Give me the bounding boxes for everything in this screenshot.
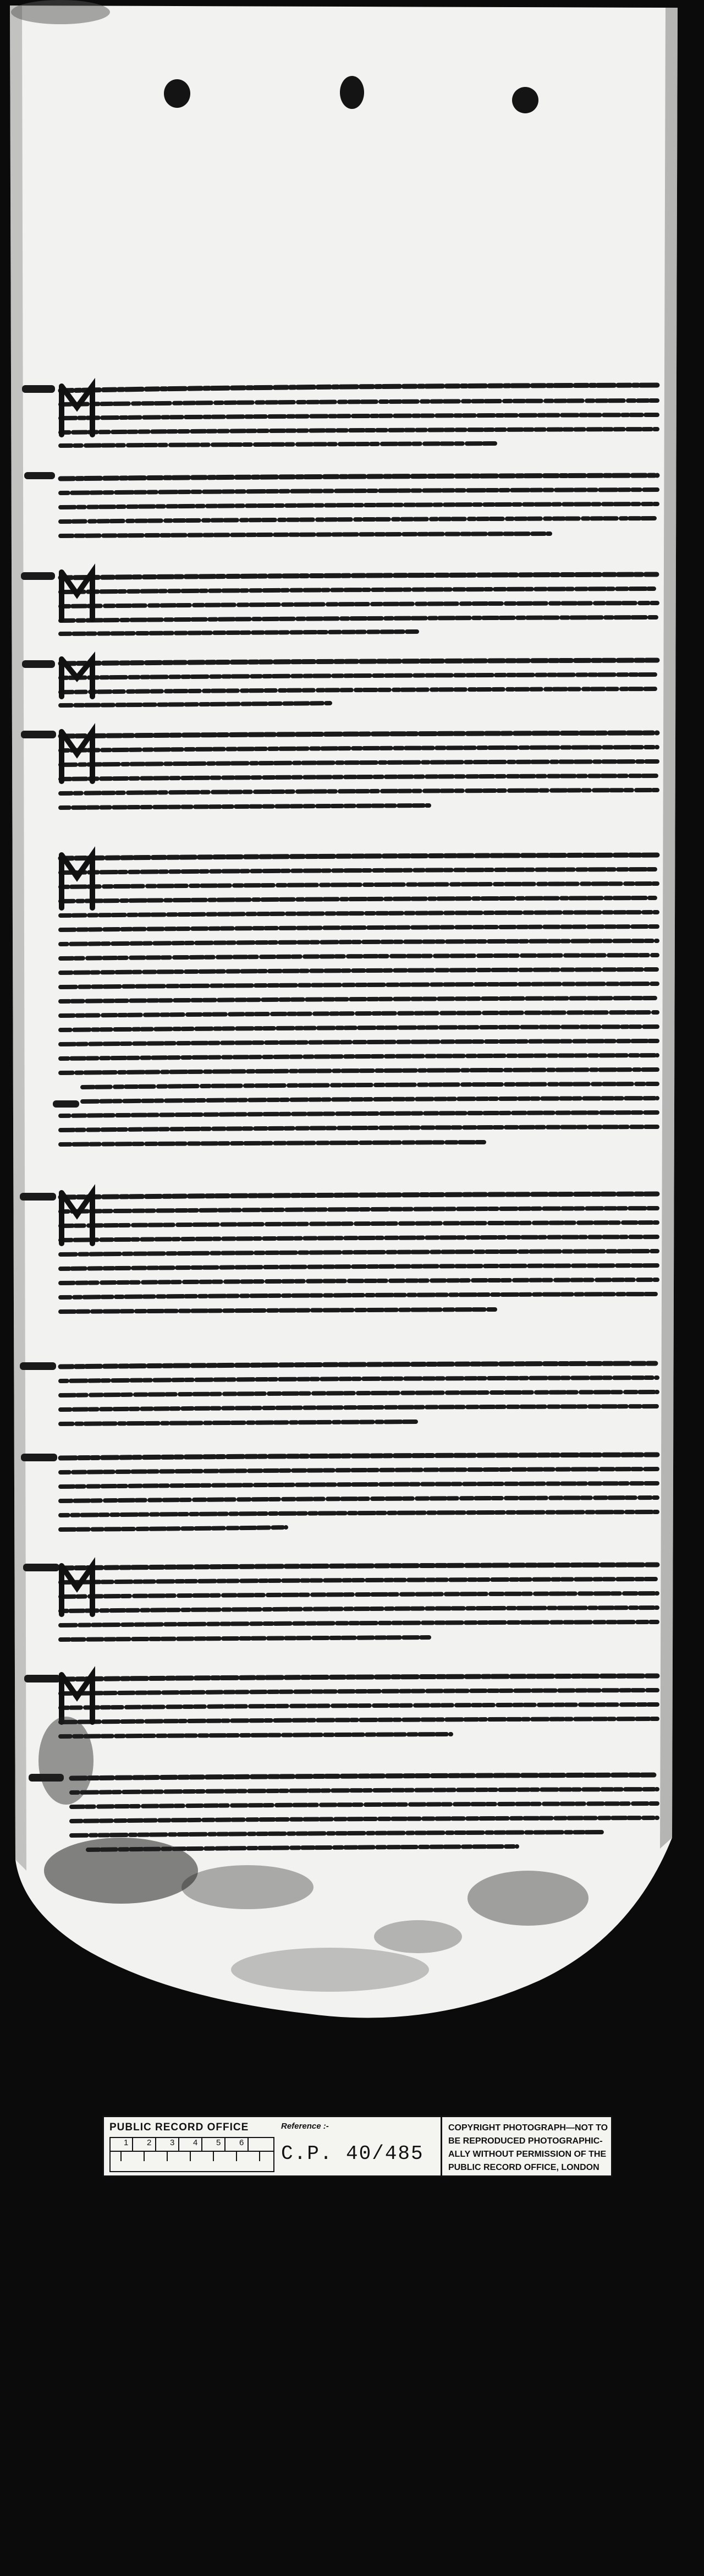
scale-ruler xyxy=(109,2137,274,2172)
office-name: PUBLIC RECORD OFFICE xyxy=(109,2122,249,2133)
copyright-line: PUBLIC RECORD OFFICE, LONDON xyxy=(448,2163,600,2172)
reference-label: Reference :- xyxy=(281,2122,329,2131)
copyright-line: BE REPRODUCED PHOTOGRAPHIC- xyxy=(448,2136,603,2146)
handwriting xyxy=(58,382,660,1852)
copyright-line: ALLY WITHOUT PERMISSION OF THE xyxy=(448,2150,607,2159)
label-divider xyxy=(441,2117,442,2175)
ruler-number: 2 xyxy=(147,2138,152,2147)
reference-number: C.P. 40/485 xyxy=(281,2142,424,2165)
ruler-number: 1 xyxy=(124,2138,129,2147)
ruler-number: 3 xyxy=(170,2138,175,2147)
damage-stains xyxy=(38,1717,588,1992)
marginal-notes xyxy=(20,385,79,1782)
ruler-number: 5 xyxy=(216,2138,221,2147)
copyright-notice: COPYRIGHT PHOTOGRAPH—NOT TO BE REPRODUCE… xyxy=(448,2122,609,2174)
initials xyxy=(59,377,95,1725)
copyright-line: COPYRIGHT PHOTOGRAPH—NOT TO xyxy=(448,2123,608,2133)
archive-label: PUBLIC RECORD OFFICE 1 2 3 4 5 6 Referen… xyxy=(102,2115,613,2177)
ruler-number: 4 xyxy=(193,2138,198,2147)
sewing-holes xyxy=(164,76,538,113)
ruler-number: 6 xyxy=(239,2138,244,2147)
